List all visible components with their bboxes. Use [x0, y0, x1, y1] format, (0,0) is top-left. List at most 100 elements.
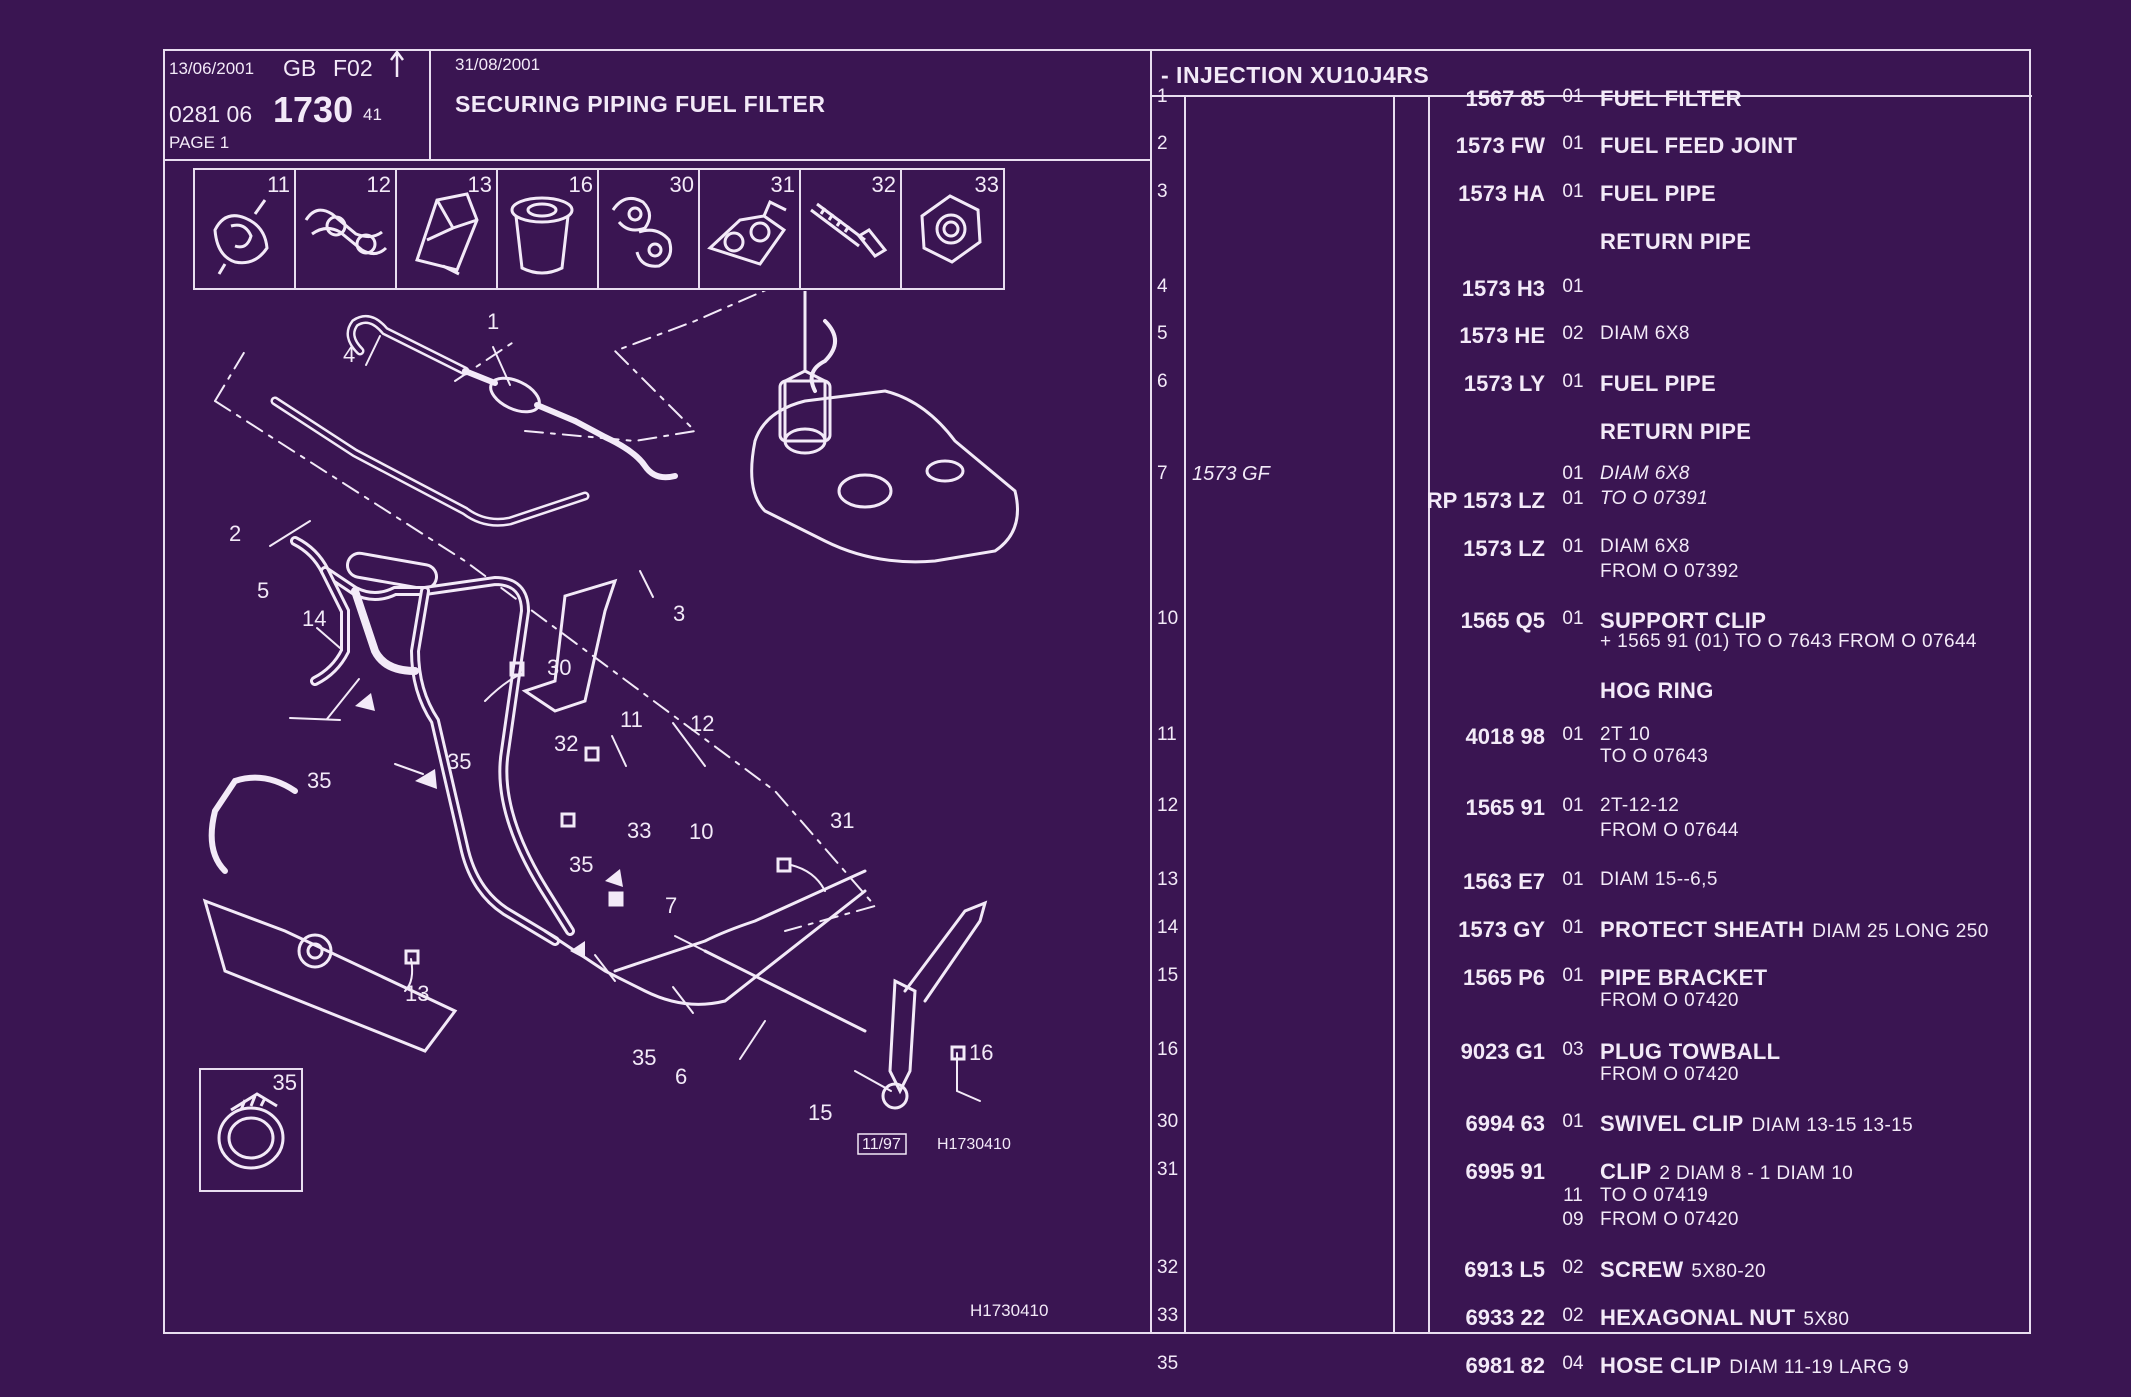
part-quantity: 01	[1562, 795, 1584, 816]
section-header: - INJECTION XU10J4RS	[1161, 62, 1430, 88]
thumbnail-label: 33	[974, 172, 999, 197]
part-reference: 1573 HE	[1459, 323, 1545, 348]
issue-date: 13/06/2001	[169, 59, 255, 78]
part-description: DIAM 6X8	[1600, 323, 1690, 344]
swivel-clip-icon	[611, 196, 673, 268]
part-index: 31	[1157, 1159, 1179, 1180]
part-row: FROM O 07392	[1154, 561, 2030, 605]
clip-icon	[304, 208, 388, 255]
callout-35: 35	[447, 749, 471, 774]
callout-7: 7	[665, 893, 677, 918]
part-name: SUPPORT CLIP	[1600, 608, 1767, 633]
part-reference: 6981 82	[1465, 1353, 1545, 1378]
part-name: HOG RING	[1600, 678, 1714, 703]
part-description: TO O 07643	[1600, 746, 1709, 767]
part-index: 1	[1157, 86, 1168, 107]
part-name: FUEL FEED JOINT	[1600, 133, 1798, 158]
fuel-filter-1	[462, 368, 578, 424]
part-name: PIPE BRACKET	[1600, 965, 1768, 990]
part-quantity: 01	[1562, 181, 1584, 202]
part-quantity: 01	[1562, 608, 1584, 629]
part-name: FUEL FILTER	[1600, 86, 1742, 111]
part-quantity: 02	[1562, 1305, 1584, 1326]
return-pipe-7	[613, 869, 867, 973]
part-reference: 1567 85	[1465, 86, 1545, 111]
thumbnail-label: 12	[366, 172, 391, 197]
thumbnail-16: 16	[498, 170, 599, 288]
part-index: 30	[1157, 1111, 1179, 1132]
part-spec: DIAM 11-19 LARG 9	[1729, 1357, 1909, 1378]
part-reference: 1573 H3	[1461, 276, 1545, 301]
part-index: 14	[1157, 917, 1179, 938]
component-thumbnails: 11 12 13 16 30 31 32 33	[193, 168, 1005, 290]
part-spec: DIAM 13-15 13-15	[1751, 1115, 1914, 1136]
part-index: 11	[1157, 724, 1177, 745]
part-description: FROM O 07420	[1600, 1209, 1739, 1230]
part-quantity: 01	[1562, 463, 1584, 484]
support-clip-10	[521, 578, 618, 713]
fuel-pump-sender	[778, 291, 837, 443]
plug-icon	[510, 196, 574, 275]
part-name: RETURN PIPE	[1600, 419, 1752, 444]
thumbnail-11: 11	[195, 170, 296, 288]
part-description: DIAM 6X8	[1600, 536, 1690, 557]
doc-suffix: 41	[363, 105, 382, 124]
part-spec: DIAM 25 LONG 250	[1812, 921, 1989, 942]
callout-12: 12	[690, 711, 714, 736]
part-index: 6	[1157, 371, 1168, 392]
callout-32: 32	[554, 731, 578, 756]
reference-column-line	[1393, 97, 1395, 1334]
index-column-line	[1184, 97, 1186, 1334]
callout-13: 13	[405, 981, 429, 1006]
part-quantity: 01	[1562, 724, 1584, 745]
part-index: 5	[1157, 323, 1168, 344]
part-index: 13	[1157, 869, 1179, 890]
part-index: 16	[1157, 1039, 1179, 1060]
part-row: + 1565 91 (01) TO O 7643 FROM O 07644	[1154, 631, 2030, 675]
part-description: FROM O 07644	[1600, 820, 1739, 841]
part-reference: 1573 LZ	[1463, 536, 1545, 561]
part-reference: 4018 98	[1465, 724, 1545, 749]
protect-sheath-14	[346, 551, 438, 591]
part-description: DIAM 6X8	[1600, 463, 1690, 484]
part-description: 2T 10	[1600, 724, 1651, 745]
part-reference: 6995 91	[1465, 1159, 1545, 1184]
thumbnail-label: 30	[669, 172, 694, 197]
callout-4: 4	[343, 342, 355, 367]
clip-arrow	[415, 769, 437, 789]
callout-14: 14	[302, 606, 326, 631]
callout-2: 2	[229, 521, 241, 546]
part-reference: 1565 P6	[1463, 965, 1545, 990]
callout-5: 5	[257, 578, 269, 603]
clip-arrow	[570, 941, 585, 959]
callout-35: 35	[632, 1045, 656, 1070]
part-quantity: 01	[1562, 371, 1584, 392]
part-row: 5 1573 HE 02 DIAM 6X8	[1154, 323, 2030, 367]
part-quantity: 02	[1562, 323, 1584, 344]
clip-arrow	[355, 693, 375, 711]
screw-icon	[810, 202, 888, 258]
part-quantity: 11	[1563, 1185, 1583, 1206]
part-index: 35	[1157, 1353, 1179, 1374]
part-reference: 1573 GY	[1458, 917, 1545, 942]
part-spec: 2 DIAM 8 - 1 DIAM 10	[1659, 1163, 1854, 1184]
thumbnail-12: 12	[296, 170, 397, 288]
part-quantity: 04	[1562, 1353, 1584, 1374]
part-quantity: 01	[1562, 276, 1584, 297]
part-reference: 6994 63	[1465, 1111, 1545, 1136]
part-reference: 1573 HA	[1458, 181, 1545, 206]
